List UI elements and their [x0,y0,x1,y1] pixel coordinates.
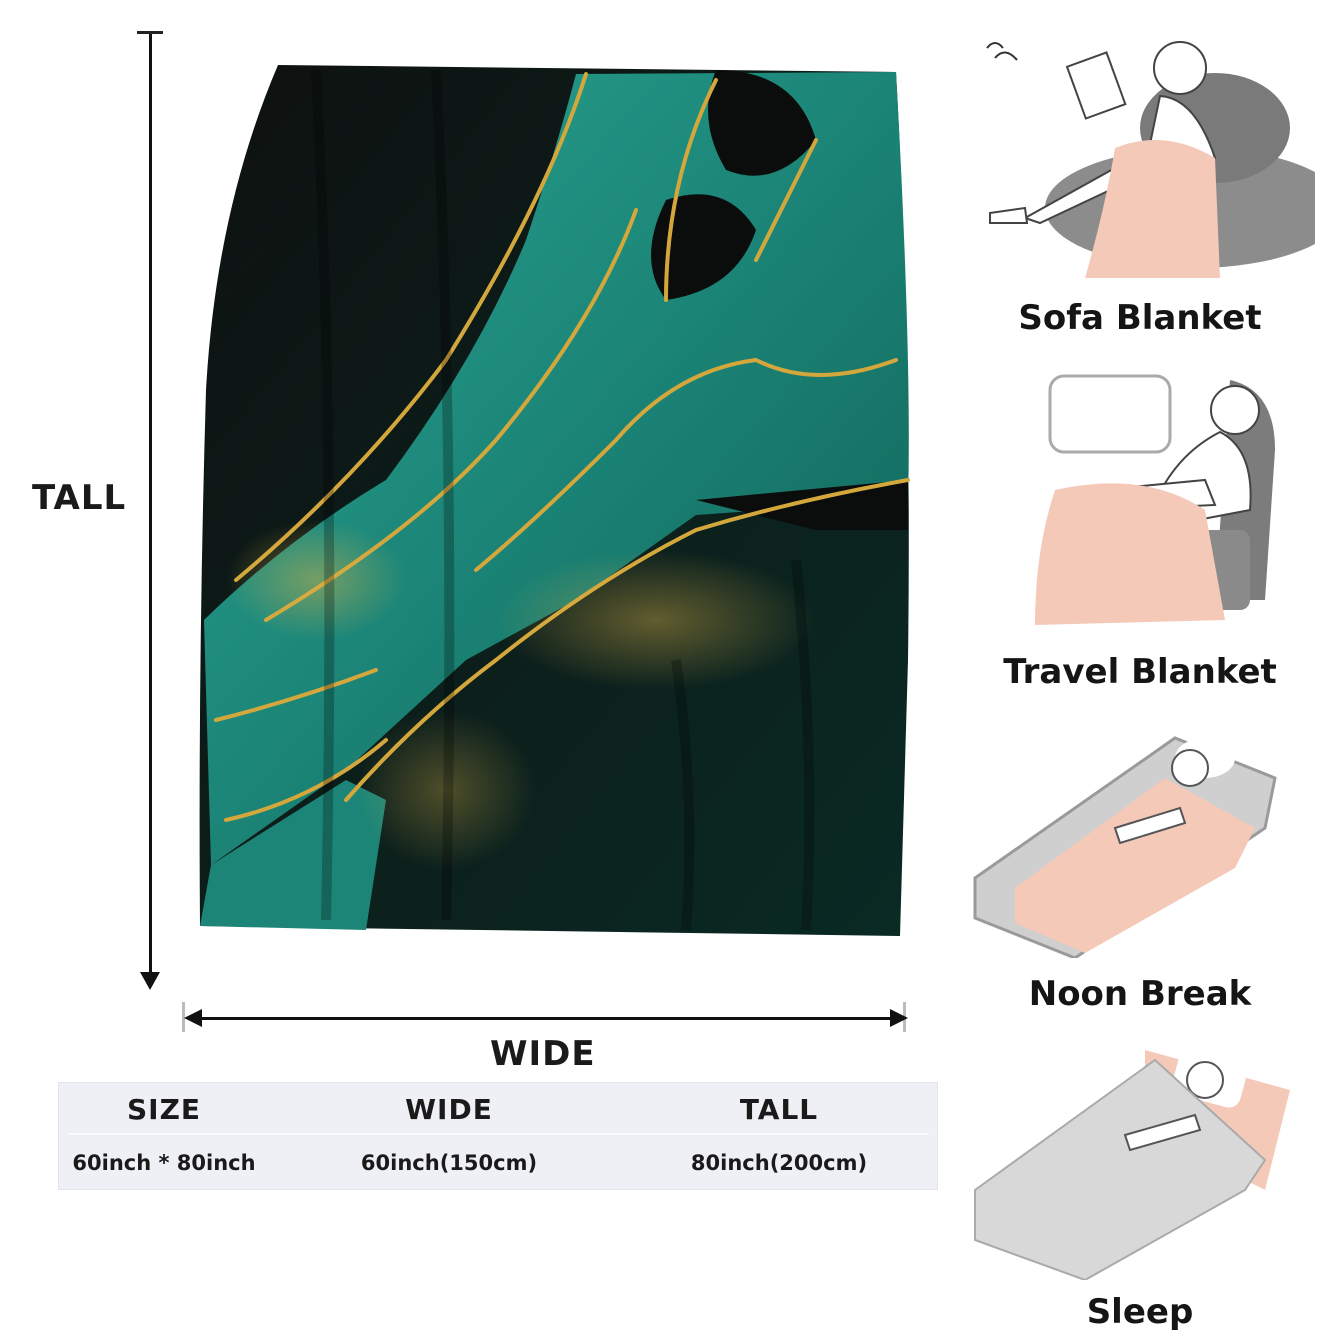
person-sleeping-in-seat-icon [1035,374,1275,625]
wide-value: 60inch(150cm) [360,1151,538,1175]
size-value: 60inch * 80inch [72,1151,256,1175]
wide-label: WIDE [490,1034,596,1074]
wide-arrow-head-right [890,1009,908,1027]
tall-arrow-head [140,972,160,990]
usage-sleep: Sleep [965,1040,1315,1340]
usage-label-noon: Noon Break [1028,974,1252,1014]
wide-arrow-head-left [184,1009,202,1027]
usage-travel-blanket: Travel Blanket [965,370,1315,700]
wide-arrow-line [188,1017,904,1020]
size-header: SIZE [126,1093,201,1126]
tall-arrow-line [149,34,152,986]
table-divider [67,1133,929,1135]
wide-arrow-cap-left [182,1002,185,1032]
tall-value: 80inch(200cm) [690,1151,868,1175]
blanket-image [199,65,910,936]
usage-label-sofa: Sofa Blanket [1018,298,1262,338]
tall-header: TALL [739,1093,819,1126]
usage-label-travel: Travel Blanket [1003,652,1277,692]
tall-arrow-cap [137,31,163,34]
person-napping-on-mat-icon [973,736,1277,958]
size-table: SIZE WIDE TALL 60inch * 80inch 60inch(15… [58,1082,938,1190]
person-reading-on-sofa-icon [986,41,1315,278]
wide-header: WIDE [405,1093,493,1126]
tall-label: TALL [32,478,127,518]
person-sleeping-in-bed-icon [974,1046,1290,1280]
usage-label-sleep: Sleep [1086,1292,1194,1332]
usage-sofa-blanket: Sofa Blanket [965,8,1315,348]
usage-noon-break: Noon Break [965,718,1315,1028]
